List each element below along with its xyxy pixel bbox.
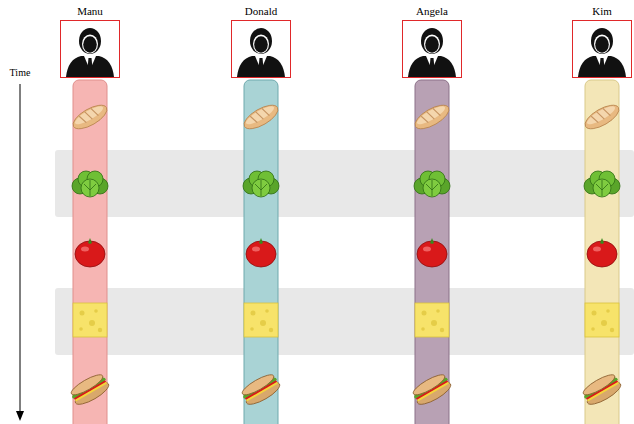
person-icon [66, 28, 114, 77]
bread-icon [70, 101, 111, 134]
sandwich-icon [68, 371, 111, 408]
bread-icon [412, 101, 453, 134]
tomato-icon [75, 238, 105, 267]
lettuce-icon [72, 171, 108, 197]
lettuce-icon [414, 171, 450, 197]
cheese-icon [415, 303, 449, 337]
person-name: Angela [416, 6, 448, 17]
person-box: Donald [231, 20, 291, 78]
person-icon [237, 28, 285, 77]
person-icon [578, 28, 626, 77]
axis-label: Time [10, 68, 31, 78]
cheese-icon [585, 303, 619, 337]
timeline-bar [244, 80, 278, 424]
person-box: Kim [572, 20, 632, 78]
tomato-icon [587, 238, 617, 267]
timeline-bar [73, 80, 107, 424]
person-icon [408, 28, 456, 77]
tomato-icon [417, 238, 447, 267]
person-box: Manu [60, 20, 120, 78]
sandwich-icon [410, 371, 453, 408]
person-name: Donald [245, 6, 277, 17]
lettuce-icon [243, 171, 279, 197]
sandwich-icon [239, 371, 282, 408]
bread-icon [582, 101, 623, 134]
bread-icon [241, 101, 282, 134]
timeline-bar [585, 80, 619, 424]
cheese-icon [244, 303, 278, 337]
person-name: Kim [592, 6, 612, 17]
lettuce-icon [584, 171, 620, 197]
sandwich-icon [580, 371, 623, 408]
tomato-icon [246, 238, 276, 267]
cheese-icon [73, 303, 107, 337]
timeline-bar [415, 80, 449, 424]
person-box: Angela [402, 20, 462, 78]
person-name: Manu [77, 6, 103, 17]
